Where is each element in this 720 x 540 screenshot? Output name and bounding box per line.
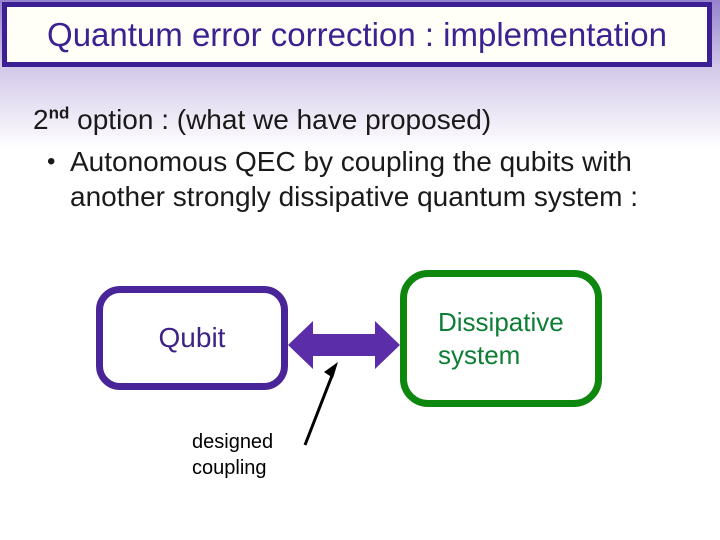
option-heading-number: 2: [33, 104, 49, 135]
bullet-text-line1: Autonomous QEC by coupling the qubits wi…: [70, 146, 632, 177]
dissipative-label-line1: Dissipative: [438, 306, 564, 337]
dissipative-label-line2: system: [438, 339, 521, 370]
bullet-text-line2: another strongly dissipative quantum sys…: [70, 181, 639, 212]
option-heading-ordinal: nd: [48, 103, 70, 123]
dissipative-system-box: Dissipative system: [400, 270, 602, 407]
qubit-box: Qubit: [96, 286, 288, 390]
coupling-double-arrow-icon: [288, 321, 400, 369]
bullet-item: • Autonomous QEC by coupling the qubits …: [47, 144, 638, 214]
slide-title-bar: Quantum error correction : implementatio…: [2, 2, 712, 67]
dissipative-system-label: Dissipative system: [407, 306, 564, 372]
slide-title: Quantum error correction : implementatio…: [47, 15, 667, 53]
coupling-caption: designed coupling: [192, 429, 273, 481]
coupling-caption-line2: coupling: [192, 457, 267, 479]
bullet-marker: •: [47, 148, 56, 175]
coupling-pointer-arrow-icon: [303, 362, 338, 446]
option-heading-text: option : (what we have proposed): [69, 104, 492, 135]
coupling-caption-line1: designed: [192, 431, 274, 453]
bullet-text: Autonomous QEC by coupling the qubits wi…: [70, 144, 638, 214]
option-heading: 2nd option : (what we have proposed): [33, 102, 491, 137]
qubit-label: Qubit: [158, 322, 226, 353]
